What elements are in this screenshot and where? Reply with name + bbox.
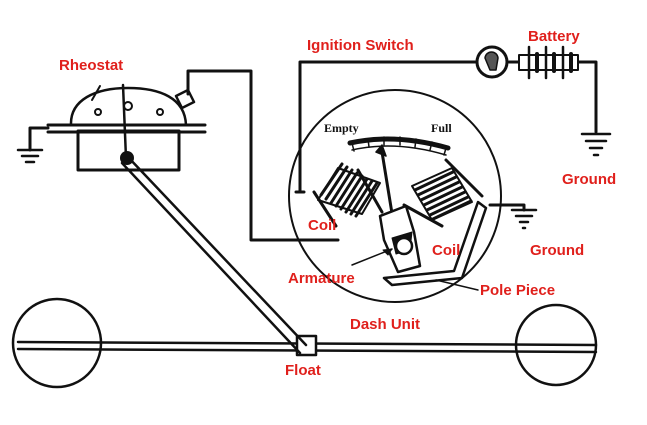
gauge-full-label: Full: [431, 121, 452, 135]
battery-symbol: [518, 45, 579, 80]
float-arm: [11, 155, 598, 389]
ignition-switch-symbol: [475, 45, 509, 79]
ground-symbol-battery: [580, 132, 612, 157]
rheostat-unit: [46, 83, 207, 172]
float-label: Float: [285, 362, 321, 379]
pole-piece-label: Pole Piece: [480, 282, 556, 299]
gauge-scale: [347, 136, 451, 156]
leader-lines: [351, 248, 479, 291]
ground-symbol-rheostat: [16, 148, 44, 164]
rheostat-label: Rheostat: [59, 57, 124, 74]
ground-label-right: Ground: [530, 242, 585, 259]
gauge-empty-label: Empty: [324, 121, 359, 135]
ground-symbol-dash: [510, 208, 538, 230]
coil-right-label: Coil: [432, 242, 461, 259]
armature: [378, 204, 422, 274]
battery-label: Battery: [528, 28, 580, 45]
coil-left-label: Coil: [308, 217, 337, 234]
ground-label-top: Ground: [562, 171, 617, 188]
dash-unit-housing: [288, 89, 502, 303]
coil-left: [312, 162, 384, 228]
coil-right: [402, 158, 484, 228]
ignition-switch-label: Ignition Switch: [307, 37, 414, 54]
armature-label: Armature: [288, 270, 355, 287]
pole-piece: [382, 200, 488, 287]
dash-unit-label: Dash Unit: [350, 316, 421, 333]
